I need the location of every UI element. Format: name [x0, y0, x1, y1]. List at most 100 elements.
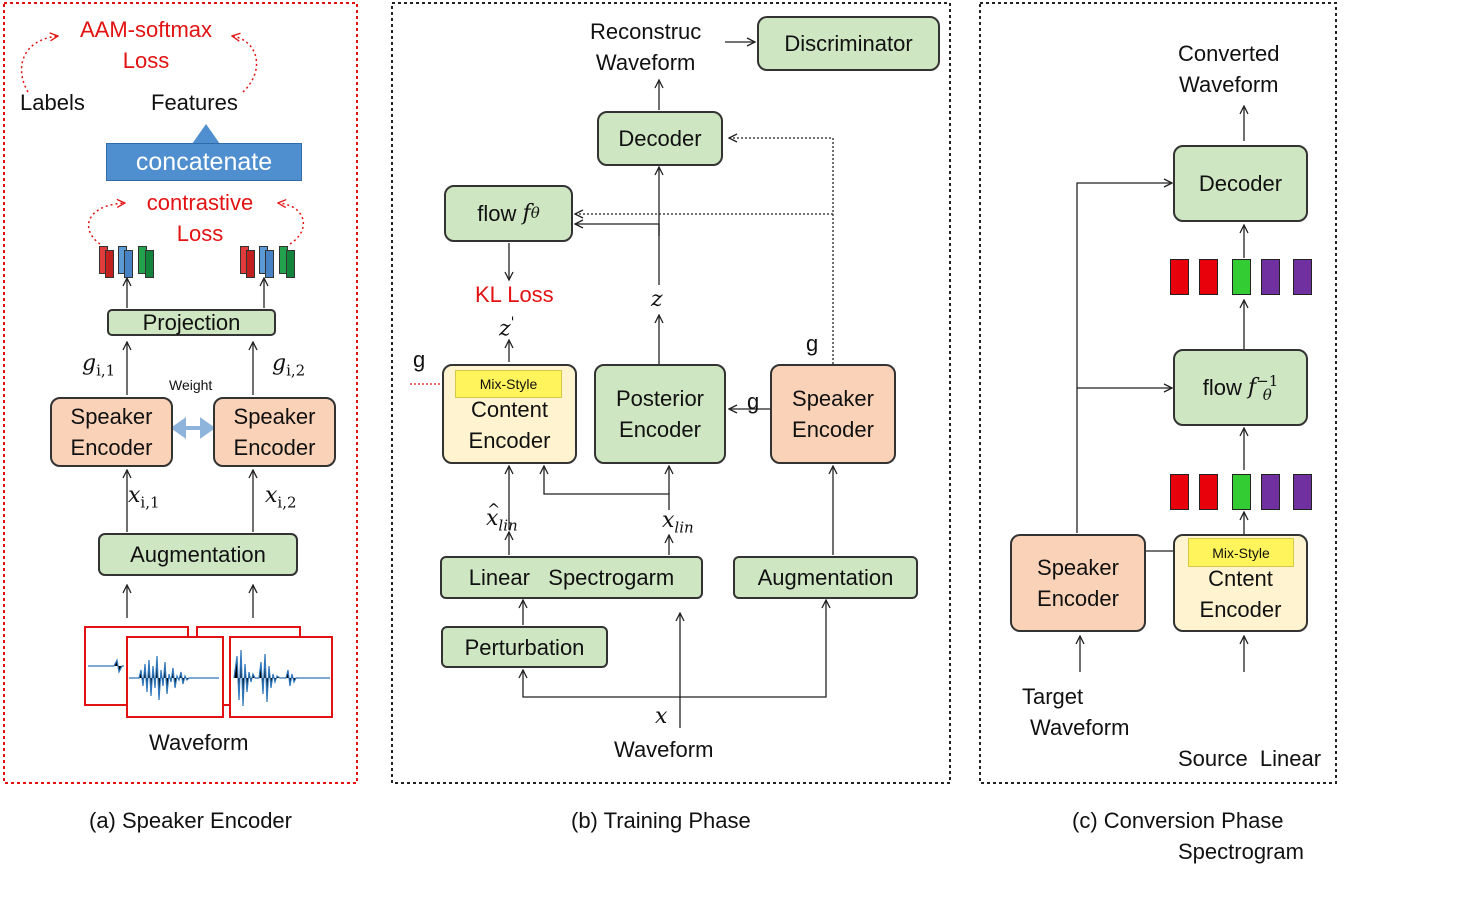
- g1-sub: i,1: [96, 361, 116, 380]
- perturbation-box: Perturbation: [441, 626, 608, 668]
- x-label-b: x: [655, 704, 668, 729]
- mix-style-badge-b: Mix-Style: [455, 370, 562, 398]
- embedding-token: [124, 250, 133, 278]
- latent-token: [1232, 474, 1251, 510]
- x-hat-text: x: [486, 506, 499, 531]
- caption-a: (a) Speaker Encoder: [89, 808, 292, 833]
- contrastive-line2: Loss: [176, 221, 224, 246]
- flow-c-sub: θ: [1262, 385, 1272, 404]
- latent-token: [1293, 259, 1312, 295]
- augmentation-box-a: Augmentation: [98, 533, 298, 576]
- latent-token: [1293, 474, 1312, 510]
- waveform-label-b: Waveform: [614, 737, 714, 762]
- panel-c-frame: [979, 2, 1337, 784]
- panel-b-frame: [391, 2, 951, 784]
- waveform-label-a: Waveform: [149, 730, 249, 755]
- latent-token: [1170, 259, 1189, 295]
- se-c-line1: Speaker: [1037, 555, 1119, 580]
- ce-c-line2: Encoder: [1199, 597, 1282, 622]
- embedding-token: [105, 250, 114, 278]
- waveform-signal-icon: [88, 649, 330, 707]
- caption-b: (b) Training Phase: [571, 808, 751, 833]
- x-lin-text: x: [662, 508, 675, 533]
- target-waveform-label: Target Waveform: [1022, 681, 1129, 743]
- aam-line2: Loss: [122, 48, 170, 73]
- mix-style-badge-c: Mix-Style: [1188, 538, 1294, 567]
- flow-b-f: f: [522, 201, 531, 226]
- se1-line1: Speaker: [70, 404, 153, 429]
- latent-token: [1261, 259, 1280, 295]
- features-label: Features: [151, 90, 238, 115]
- source-line2: Spectrogram: [1178, 839, 1304, 864]
- se-b-line2: Encoder: [792, 417, 874, 442]
- z-prime-text: z: [499, 316, 511, 342]
- latent-token: [1261, 474, 1280, 510]
- converted-line2: Waveform: [1179, 72, 1279, 97]
- reconstruc-line1: Reconstruc: [590, 19, 702, 44]
- concatenate-block: concatenate: [106, 143, 302, 181]
- embedding-token: [145, 250, 154, 278]
- pe-line2: Encoder: [619, 417, 701, 442]
- g-top-label: g: [806, 331, 819, 356]
- g-mid-label: g: [747, 389, 760, 414]
- x2-text: x: [265, 483, 278, 508]
- g2-text: g: [272, 351, 287, 376]
- g-left-label: g: [413, 347, 426, 372]
- flow-c-sup: −1: [1256, 371, 1279, 390]
- connector-layer: [3, 2, 1337, 784]
- embedding-token: [246, 250, 255, 278]
- se-c-line2: Encoder: [1037, 586, 1119, 611]
- x-lin-label: xlin: [662, 505, 694, 543]
- x-hat-sub: lin: [498, 516, 518, 535]
- pe-line1: Posterior: [615, 386, 705, 411]
- g-i2-label: gi,2: [272, 348, 305, 386]
- embedding-token: [265, 250, 274, 278]
- x1-text: x: [128, 483, 141, 508]
- reconstruc-waveform-label: Reconstruc Waveform: [590, 16, 701, 78]
- target-line1: Target: [1022, 684, 1084, 709]
- x-i1-label: xi,1: [128, 480, 160, 518]
- converted-line1: Converted: [1178, 41, 1280, 66]
- ce-c-line1: Cntent: [1208, 566, 1273, 591]
- concatenate-arrow: [192, 124, 220, 144]
- decoder-box-c: Decoder: [1173, 145, 1308, 222]
- se2-line2: Encoder: [233, 435, 316, 460]
- flow-b-text: flow: [477, 201, 517, 226]
- g2-sub: i,2: [286, 361, 306, 380]
- aam-softmax-loss-label: AAM-softmax Loss: [66, 14, 226, 76]
- discriminator-box: Discriminator: [757, 16, 940, 71]
- linear-spectrogram-box: Linear Spectrogarm: [440, 556, 703, 599]
- source-line1: Source Linear: [1178, 746, 1322, 771]
- x2-sub: i,2: [277, 493, 297, 512]
- embedding-token: [286, 250, 295, 278]
- contrastive-loss-label: contrastive Loss: [130, 187, 270, 249]
- panel-a-frame: [3, 2, 358, 784]
- kl-loss-label: KL Loss: [475, 282, 554, 307]
- caption-c: (c) Conversion Phase: [1072, 808, 1284, 833]
- linear-spec-text: Linear Spectrogarm: [468, 565, 675, 590]
- g-i1-label: gi,1: [82, 348, 115, 386]
- weight-label: Weight: [169, 377, 213, 393]
- reconstruc-line2: Waveform: [595, 50, 696, 75]
- latent-token: [1170, 474, 1189, 510]
- x1-sub: i,1: [140, 493, 160, 512]
- se2-line1: Speaker: [233, 404, 316, 429]
- converted-waveform-label: Converted Waveform: [1178, 38, 1280, 100]
- labels-label: Labels: [20, 90, 85, 115]
- z-prime-label: z': [499, 315, 515, 342]
- x-i2-label: xi,2: [265, 480, 297, 518]
- g1-text: g: [82, 351, 97, 376]
- decoder-box-b: Decoder: [597, 111, 723, 166]
- flow-c-text: flow: [1202, 375, 1242, 400]
- ce-b-line2: Encoder: [468, 428, 551, 453]
- latent-token: [1199, 259, 1218, 295]
- latent-token: [1199, 474, 1218, 510]
- x-hat-lin-label: x^lin: [486, 500, 518, 535]
- projection-box: Projection: [107, 309, 276, 336]
- target-line2: Waveform: [1030, 715, 1130, 740]
